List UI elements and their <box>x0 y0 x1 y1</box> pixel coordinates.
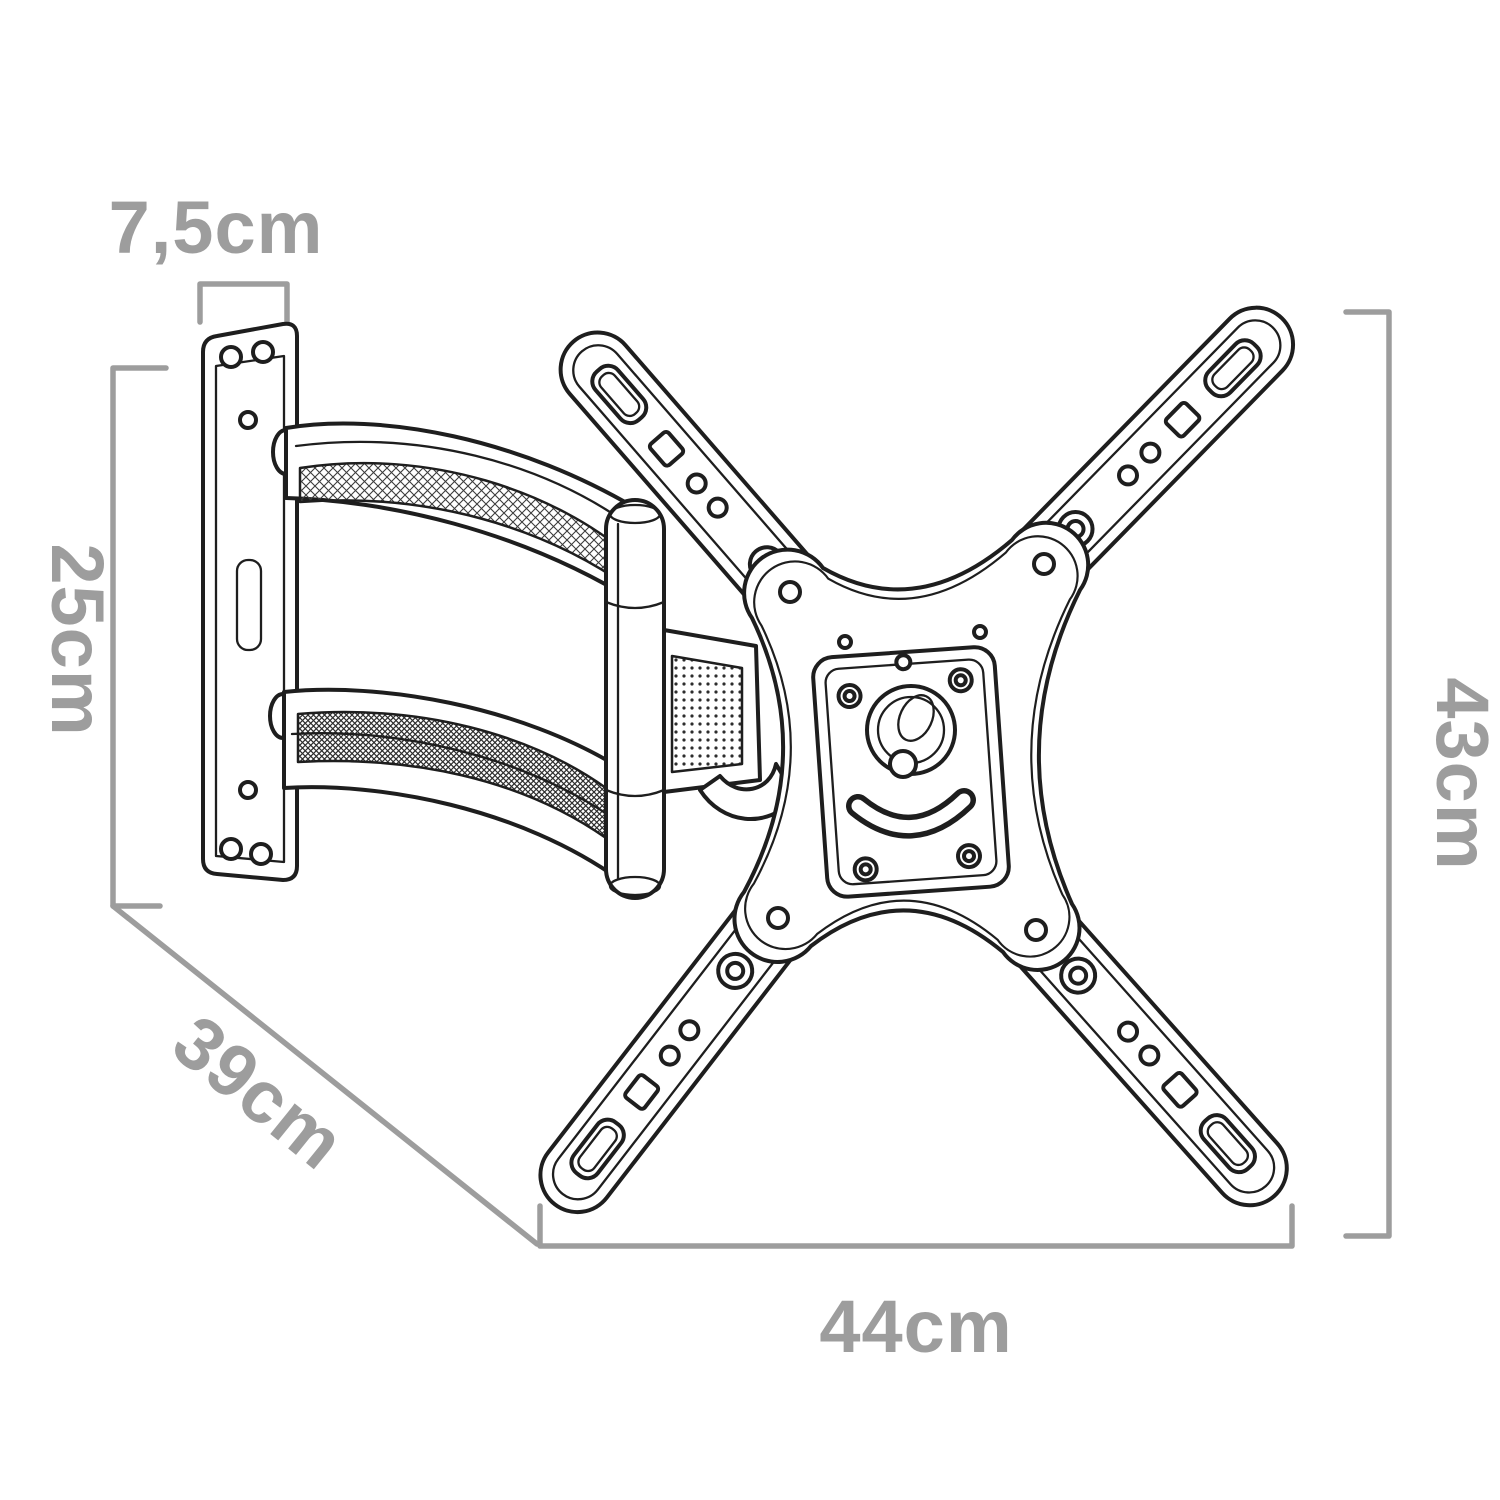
dim-line-vesa-width <box>537 1203 1295 1249</box>
vesa-plate <box>732 520 1091 972</box>
articulating-arm-upper <box>284 421 644 608</box>
wall-plate <box>201 321 301 882</box>
dim-label-vesa-height: 43cm <box>1421 677 1500 870</box>
plate-link-bracket <box>662 628 798 821</box>
mount-drawing <box>201 305 1296 1215</box>
dim-label-wall-plate-width: 7,5cm <box>109 186 324 269</box>
vesa-arm-lower-left <box>538 893 804 1215</box>
dim-line-arm-extension <box>110 903 540 1247</box>
dim-line-vesa-height <box>1343 309 1392 1239</box>
dim-line-wall-plate-width <box>197 281 290 325</box>
dim-label-arm-extension: 39cm <box>158 999 360 1185</box>
dim-label-vesa-width: 44cm <box>819 1285 1012 1368</box>
dim-label-wall-plate-height: 25cm <box>36 543 119 736</box>
dim-line-wall-plate-height <box>110 365 169 909</box>
dimension-lines <box>110 281 1392 1249</box>
articulating-arm-lower <box>282 687 622 882</box>
keyhole-hook <box>865 684 957 779</box>
arm-pivot-column <box>604 498 666 900</box>
curved-slot-inner <box>851 793 971 833</box>
